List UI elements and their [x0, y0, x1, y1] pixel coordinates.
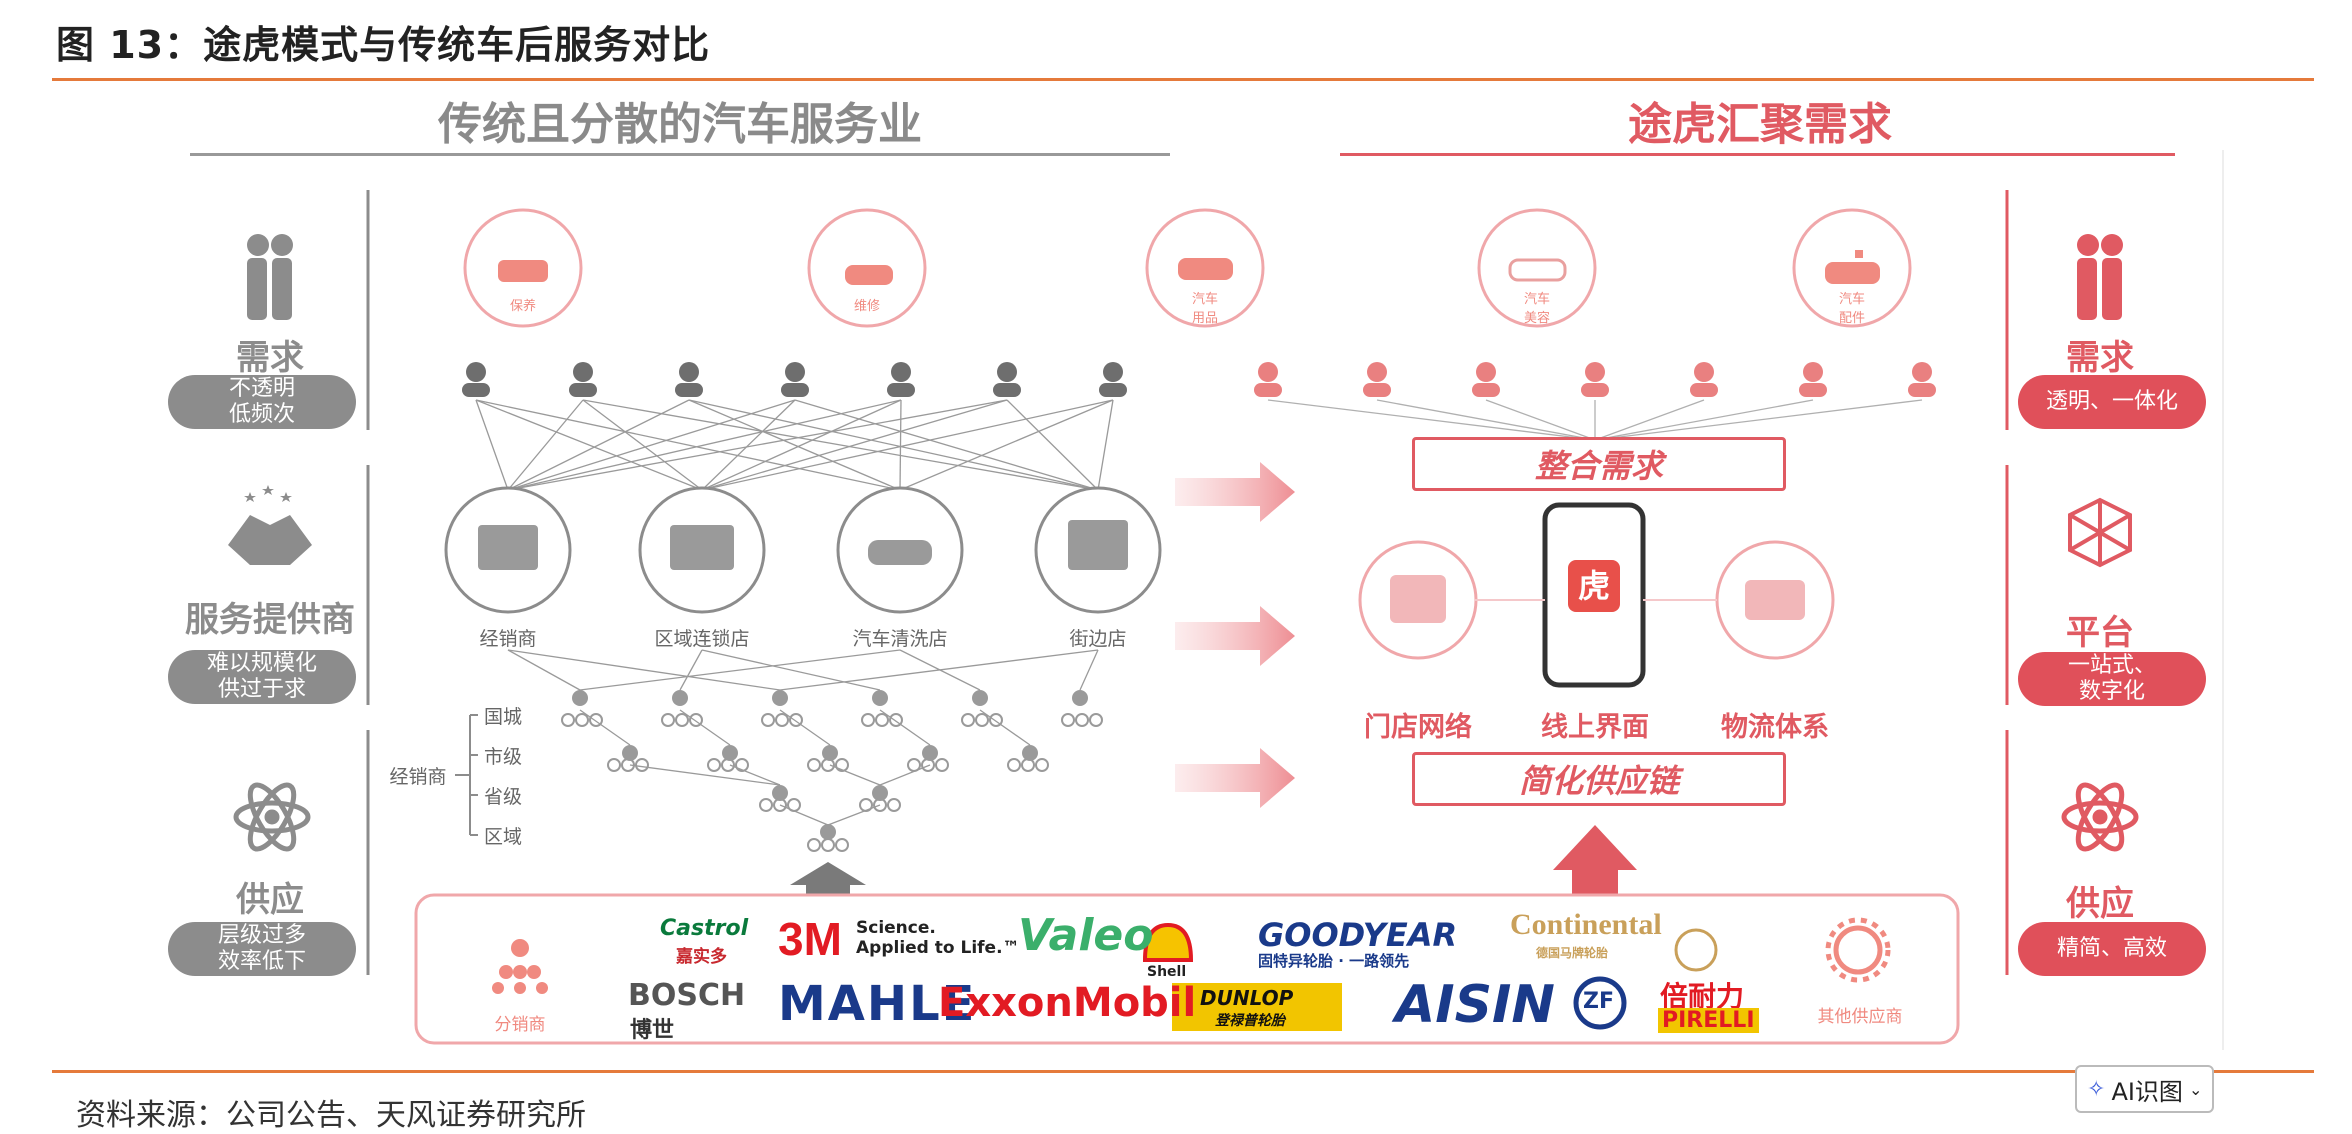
right-title-underline [1340, 153, 2175, 156]
tier-label: 区域 [484, 826, 523, 848]
3m-logo: 3M [778, 913, 842, 965]
supply-up-arrow-red [1553, 825, 1637, 905]
store-label: 区域连锁店 [654, 628, 750, 650]
top-rule [52, 78, 2314, 81]
source-note: 资料来源：公司公告、天风证券研究所 [76, 1098, 586, 1133]
goodyear-logo: GOODYEAR [1258, 916, 1458, 954]
demand-icon-label: 维修 [853, 299, 880, 314]
left-provider-pill: 难以规模化 供过于求 [168, 650, 356, 704]
castrol-cn-logo: 嘉实多 [676, 947, 727, 967]
tier-bracket [455, 714, 478, 836]
store-label: 经销商 [479, 628, 537, 650]
right-section-title: 途虎汇聚需求 [1628, 99, 1892, 150]
pirelli-cn-logo: 倍耐力 [1660, 980, 1745, 1013]
mahle-logo: MAHLE [778, 976, 977, 1032]
valeo-logo: Valeo [1018, 910, 1154, 961]
bosch-logo: BOSCH [628, 978, 746, 1013]
figure-title: 图 13：途虎模式与传统车后服务对比 [56, 23, 711, 67]
left-title-underline [190, 153, 1170, 156]
ai-button-label: AI识图 [2111, 1077, 2183, 1106]
store-label: 街边店 [1069, 628, 1127, 650]
left-demand-pill: 不透明 低频次 [168, 375, 356, 429]
shell-label: Shell [1147, 964, 1187, 980]
logistics-label: 物流体系 [1721, 712, 1829, 743]
handshake-stars-icon [228, 485, 312, 565]
aisin-logo: AISIN [1395, 975, 1555, 1035]
left-demand-label: 需求 [236, 338, 304, 378]
right-demand-label: 需求 [2066, 338, 2134, 378]
left-supply-label: 供应 [236, 880, 304, 920]
right-converging-links [1267, 399, 1923, 441]
online-interface-label: 线上界面 [1541, 712, 1649, 743]
tier-label: 国城 [484, 706, 523, 728]
left-tree-links [507, 649, 1099, 826]
ai-recognize-button[interactable]: ✧ AI识图 ⌄ [2075, 1065, 2215, 1113]
left-section-title: 传统且分散的汽车服务业 [438, 99, 922, 150]
sparkle-icon: ✧ [2087, 1076, 2106, 1102]
chevron-down-icon: ⌄ [2188, 1079, 2203, 1099]
store-label: 汽车清洗店 [852, 628, 948, 650]
shell-logo [1142, 922, 1194, 962]
right-platform-pill: 一站式、 数字化 [2018, 652, 2206, 706]
svg-text:虎: 虎 [1578, 567, 1610, 605]
left-customers [462, 362, 1127, 397]
continental-cn-logo: 德国马牌轮胎 [1536, 946, 1609, 960]
demand-icon-label: 汽车 美容 [1523, 292, 1550, 326]
atom-icon-red [2061, 782, 2139, 852]
tier-label: 市级 [484, 746, 523, 768]
demand-icon-label: 保养 [509, 299, 536, 314]
tuhu-app-icon [1568, 560, 1620, 612]
bottom-rule [52, 1070, 2314, 1073]
atom-icon [233, 782, 311, 852]
left-supply-pill: 层级过多 效率低下 [168, 922, 356, 976]
dunlop-cn-logo: 登禄普轮胎 [1215, 1013, 1285, 1029]
integrate-demand-box: 整合需求 [1412, 437, 1786, 491]
right-customers [1254, 362, 1936, 397]
simplify-supply-box: 简化供应链 [1412, 752, 1786, 806]
zf-logo [1573, 976, 1627, 1030]
other-supplier-label: 其他供应商 [1817, 1007, 1903, 1027]
dunlop-logo-bg [1172, 983, 1342, 1031]
3m-tagline: Science. Applied to Life.™ [856, 918, 1020, 958]
store-network-label: 门店网络 [1364, 712, 1472, 743]
transition-arrows [1175, 462, 1295, 808]
bosch-cn-logo: 博世 [630, 1018, 675, 1043]
right-demand-pill: 透明、一体化 [2018, 375, 2206, 429]
continental-emblem [1674, 928, 1718, 972]
supplier-box [414, 893, 1960, 1045]
handshake-people-icon [247, 234, 293, 320]
demand-icon-label: 汽车 用品 [1191, 292, 1218, 326]
exxonmobil-logo: ExxonMobil [938, 980, 1197, 1026]
left-provider-label: 服务提供商 [185, 600, 355, 640]
pirelli-logo: PIRELLI [1658, 1008, 1759, 1033]
tier-label: 省级 [484, 786, 523, 808]
gear-car-icon [1825, 917, 1891, 983]
dunlop-logo: DUNLOP [1200, 986, 1294, 1010]
goodyear-cn-logo: 固特异轮胎 · 一路领先 [1258, 952, 1410, 970]
frame-edge [2222, 150, 2224, 1050]
demand-icon-label: 汽车 配件 [1838, 292, 1865, 326]
right-supply-label: 供应 [2066, 884, 2134, 924]
platform-network-icon [2068, 497, 2132, 568]
distributor-icon [492, 939, 548, 994]
zf-label: ZF [1583, 989, 1614, 1014]
right-platform-label: 平台 [2066, 613, 2134, 653]
left-tree-nodes [572, 690, 1088, 840]
tier-group-label: 经销商 [389, 766, 447, 788]
store-circles [444, 486, 1162, 614]
handshake-people-icon-red [2077, 234, 2123, 320]
left-tangled-links [475, 399, 1114, 491]
castrol-logo: Castrol [660, 916, 749, 941]
continental-logo: Continental [1510, 908, 1662, 941]
right-supply-pill: 精简、高效 [2018, 922, 2206, 976]
distributor-label: 分销商 [494, 1015, 546, 1035]
